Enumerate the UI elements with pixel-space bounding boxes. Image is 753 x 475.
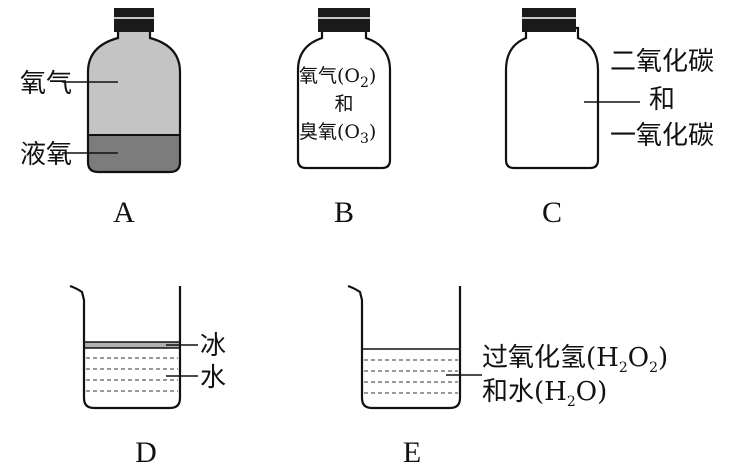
beaker-e: 过氧化氢(H2O2) 和水(H2O) E	[347, 284, 668, 469]
caption-c: C	[542, 196, 562, 229]
label-ice: 冰	[200, 331, 226, 361]
liquid-dashes-e	[364, 359, 458, 394]
bottle-a-outline	[86, 26, 182, 174]
caption-a: A	[113, 196, 135, 229]
beaker-d: 冰 水 D	[69, 284, 226, 469]
bottle-c-outline	[504, 26, 600, 170]
label-oxygen-gas: 氧气	[20, 69, 72, 99]
water-dashes	[86, 357, 178, 392]
label-liquid-oxygen: 液氧	[20, 140, 72, 170]
label-and-b: 和	[334, 93, 353, 115]
stopper-icon	[114, 8, 154, 32]
caption-b: B	[334, 196, 354, 229]
label-and-water: 和水(H2O)	[482, 377, 607, 410]
label-carbon-monoxide: 一氧化碳	[610, 121, 714, 151]
bottle-a: 氧气 液氧 A	[20, 8, 182, 229]
beaker-e-outline	[347, 284, 462, 410]
label-oxygen-o2: 氧气(O2)	[299, 65, 376, 91]
caption-e: E	[403, 436, 421, 469]
label-hydrogen-peroxide: 过氧化氢(H2O2)	[482, 343, 668, 376]
bottle-b-outline	[296, 26, 392, 170]
caption-d: D	[135, 436, 157, 469]
label-ozone-o3: 臭氧(O3)	[299, 121, 376, 147]
stopper-icon	[522, 8, 576, 32]
gas-oxygen-fill	[88, 28, 180, 135]
liquid-oxygen-fill	[88, 135, 180, 172]
bottle-c: 二氧化碳 和 一氧化碳 C	[504, 8, 714, 229]
label-and-c: 和	[649, 85, 675, 115]
bottle-b: 氧气(O2) 和 臭氧(O3) B	[296, 8, 392, 229]
label-carbon-dioxide: 二氧化碳	[610, 47, 714, 77]
label-water: 水	[200, 363, 226, 393]
ice-layer-fill	[84, 342, 180, 348]
stopper-icon	[318, 8, 370, 32]
beaker-d-outline	[69, 284, 182, 410]
